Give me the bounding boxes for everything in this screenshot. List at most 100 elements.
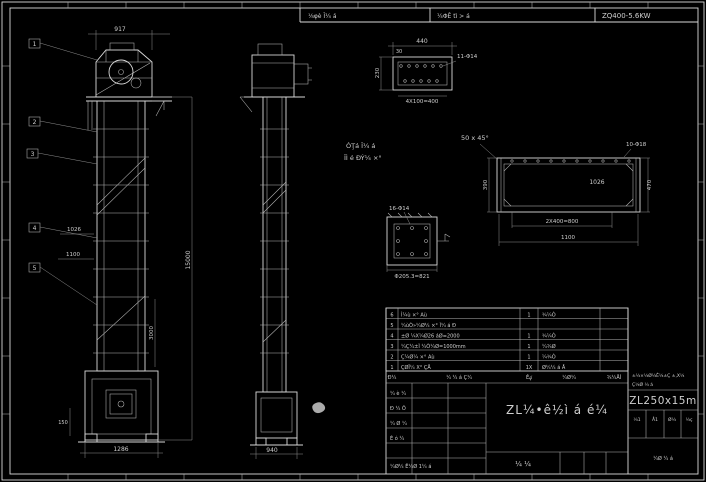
- base-foot-left: [84, 433, 98, 443]
- bom-row-6: 6 Ì¼ù ×° Aù 1 ¾¼Ò: [390, 312, 555, 319]
- side-break-lines: [262, 181, 287, 343]
- detail-channel-section: 440 30 230 11-Φ14 4X100=400: [375, 38, 478, 105]
- flange-dim-text: Φ205.3=821: [394, 274, 429, 280]
- ink-smudge: [312, 402, 326, 414]
- bom-header-note: ¾¼ÅÌ: [607, 374, 622, 381]
- balloon-3: 3: [26, 148, 98, 165]
- flange-inner: [393, 223, 431, 259]
- weld-symbol: [437, 233, 451, 242]
- head-inner-lines: [95, 50, 152, 96]
- dim-line-440: [388, 42, 457, 55]
- drive-shaft: [118, 69, 124, 75]
- dim-text-470: 470: [647, 179, 653, 190]
- bom-no: 2: [390, 355, 393, 361]
- dim-text-3000: 3000: [149, 326, 155, 340]
- boot-outline: [84, 370, 159, 441]
- side-foot-left: [255, 437, 267, 446]
- beam-inner-dim: 1026: [589, 179, 604, 186]
- dim-text-15000: 15000: [185, 250, 192, 269]
- flange-bolt-holes: [396, 226, 428, 256]
- dim-text-spacing: 4X100=400: [406, 99, 439, 105]
- bom-qty: 1X: [526, 365, 533, 371]
- balloon-5-number: 5: [33, 265, 37, 272]
- flange-hatch-ticks: [387, 212, 433, 218]
- bom-name: ¼Ç¼±Ì ¼Ò¼Ø=1000mm: [401, 343, 466, 350]
- bom-qty: 1: [527, 344, 530, 350]
- balloon-2-number: 2: [33, 119, 37, 126]
- bom-mat: ¼¾Ò: [542, 354, 556, 361]
- beam-caption-1: ÓŢá Î¼ á: [346, 141, 375, 150]
- sig-row-2: Ð ¼ Ô: [390, 405, 406, 412]
- side-boot: [255, 391, 298, 439]
- bom-header-qty: Êؼ: [526, 373, 532, 381]
- sheet-label: ¼ ¼: [515, 460, 531, 468]
- bom-row-5: 5 ¼ùÒ»¼Ø¼ ×° Ì¼ á Ð: [390, 322, 456, 329]
- dim-line-15000: [152, 96, 193, 441]
- title-block-verticals: [385, 308, 629, 474]
- casing-flange-joints: [93, 128, 149, 354]
- product-name: ZL¼•ê½ì á é¼: [506, 403, 608, 417]
- casing-inner-walls: [103, 101, 139, 371]
- beam-holes-label: 10-Φ18: [626, 142, 647, 148]
- bottom-right-note: ¼Ø ¼ á: [653, 455, 673, 462]
- sheet-cell-1: ¼1: [633, 417, 640, 423]
- title-bar-note-1: ⅛φè Î¼ á: [308, 13, 337, 20]
- dim-text-1026: 1026: [67, 227, 81, 233]
- dim-line-470: [640, 157, 650, 213]
- break-lines: [96, 157, 146, 341]
- drive-shaft-lines: [308, 67, 312, 81]
- bom-no: 4: [390, 334, 393, 340]
- sig-row-4: É ó ¼: [390, 434, 404, 442]
- beam-bolt-holes: [510, 159, 631, 163]
- sheet-cell-2: Å1: [652, 416, 658, 423]
- side-foot-right: [286, 437, 298, 446]
- dim-line-917: [88, 30, 170, 50]
- balloon-3-number: 3: [31, 151, 35, 158]
- side-casing: [262, 96, 287, 393]
- beam-holes-leader: [623, 148, 632, 158]
- elevator-front-view: 917 15000 1286 1026 1100 3000 150: [58, 26, 193, 458]
- bom-name: Ì¼ù ×° Aù: [401, 312, 427, 319]
- side-flange-joints: [260, 128, 289, 354]
- holes-leader: [442, 60, 457, 67]
- dim-text-1100: 1100: [66, 252, 80, 258]
- bom-name: ±Ø ¼X¼Ø26 áØ=2000: [401, 333, 460, 340]
- bom-qty: 1: [527, 355, 530, 361]
- dim-line-1286: [80, 442, 163, 458]
- bom-mat: ¾¼Ò: [542, 333, 556, 340]
- spec-note-1: ±¼×¼Ø¼Ê¼±Ç ±,X¼: [632, 371, 685, 379]
- title-block-grid: [386, 383, 698, 474]
- drive-pulley: [108, 59, 134, 85]
- idler-pulley: [130, 77, 142, 89]
- bom-no: 1: [390, 365, 393, 371]
- bom-mat: Ø¼¼ á Å: [542, 364, 566, 371]
- bom-grid-lines: [386, 308, 628, 371]
- beam-caption-2: ÎÌ é ÐÝ¼ ×°: [344, 153, 382, 162]
- flange-holes-label: 16-Φ14: [389, 206, 410, 212]
- inspection-door-inner: [109, 393, 133, 415]
- bom-no: 3: [390, 344, 393, 350]
- side-bracket: [239, 96, 253, 113]
- side-boot-inner: [260, 397, 293, 433]
- sig-bottom-row: ¼Ø¼ Ê¼Ø 1¼ á: [390, 462, 431, 470]
- channel-outline: [392, 56, 453, 91]
- balloon-1-number: 1: [33, 41, 37, 48]
- base-foot-right: [145, 433, 159, 443]
- balloon-4-number: 4: [33, 225, 37, 232]
- dim-text-917: 917: [114, 26, 126, 33]
- bom-row-2: 2 Ç¼Ø¼ ×° Aù 1 ¼¾Ò: [390, 354, 555, 361]
- balloon-5: 5: [28, 262, 98, 306]
- title-block: ±¼×¼Ø¼Ê¼±Ç ±,X¼ Ç¼Ø ¼ á ZL250x15m ZL¼•ê½…: [385, 308, 698, 474]
- sheet-cell-4: ¼ç: [686, 417, 693, 423]
- bom-row-3: 3 ¼Ç¼±Ì ¼Ò¼Ø=1000mm 1 ¼¾Ø: [390, 343, 555, 350]
- dim-text-440: 440: [416, 38, 428, 45]
- bom-header-mat: ¼Ø¼: [562, 374, 576, 381]
- holes-label-11: 11-Φ14: [457, 54, 478, 60]
- chamfer-leader: [479, 143, 499, 161]
- dim-text-2x400: 2X400=800: [546, 219, 579, 225]
- bom-no: 6: [390, 313, 393, 319]
- dim-text-30: 30: [396, 49, 402, 55]
- bom-mat: ¼¾Ø: [542, 343, 556, 350]
